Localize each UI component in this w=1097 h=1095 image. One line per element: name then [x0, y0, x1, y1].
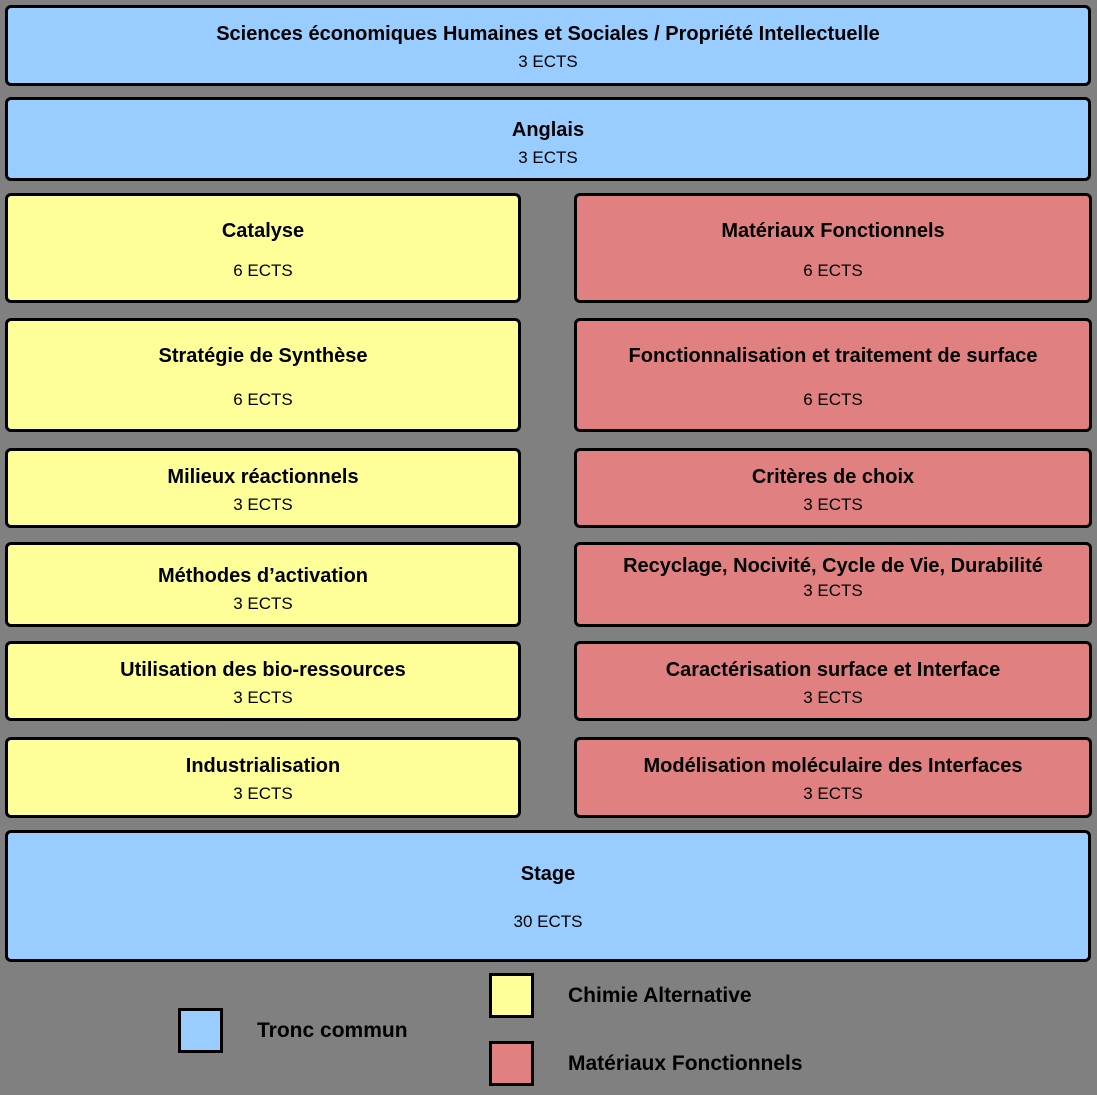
course-ects: 6 ECTS [233, 260, 293, 280]
legend-item-tronc-commun: Tronc commun [178, 1008, 408, 1053]
course-title: Milieux réactionnels [167, 466, 359, 488]
course-title: Anglais [511, 119, 585, 141]
course-ects: 3 ECTS [803, 495, 863, 514]
course-ects: 3 ECTS [233, 594, 293, 613]
course-box-caracterisation-surface-interface: Caractérisation surface et Interface 3 E… [574, 641, 1092, 721]
course-title: Recyclage, Nocivité, Cycle de Vie, Durab… [623, 555, 1043, 577]
course-box-utilisation-bio-ressources: Utilisation des bio-ressources 3 ECTS [5, 641, 521, 721]
legend-swatch-chimie-alternative [489, 973, 534, 1018]
course-ects: 3 ECTS [803, 688, 863, 707]
course-box-fonctionnalisation-traitement-surface: Fonctionnalisation et traitement de surf… [574, 318, 1092, 432]
course-title: Catalyse [221, 220, 305, 242]
course-box-methodes-activation: Méthodes d’activation 3 ECTS [5, 542, 521, 627]
course-title: Stage [520, 863, 576, 885]
course-ects: 3 ECTS [233, 784, 293, 803]
course-ects: 3 ECTS [518, 52, 578, 71]
course-title: Industrialisation [185, 755, 341, 777]
course-title: Méthodes d’activation [157, 565, 369, 587]
course-ects: 3 ECTS [233, 688, 293, 707]
course-box-materiaux-fonctionnels: Matériaux Fonctionnels 6 ECTS [574, 193, 1092, 303]
course-box-milieux-reactionnels: Milieux réactionnels 3 ECTS [5, 448, 521, 528]
legend-label: Chimie Alternative [568, 983, 752, 1007]
course-ects: 6 ECTS [803, 389, 863, 409]
legend-label: Matériaux Fonctionnels [568, 1051, 803, 1075]
course-ects: 3 ECTS [233, 495, 293, 514]
course-ects: 30 ECTS [513, 911, 583, 931]
legend-item-materiaux-fonctionnels: Matériaux Fonctionnels [489, 1041, 803, 1086]
legend-label: Tronc commun [257, 1018, 408, 1042]
course-title: Fonctionnalisation et traitement de surf… [628, 345, 1038, 367]
course-box-criteres-de-choix: Critères de choix 3 ECTS [574, 448, 1092, 528]
course-ects: 3 ECTS [518, 148, 578, 167]
course-title: Critères de choix [751, 466, 915, 488]
legend-item-chimie-alternative: Chimie Alternative [489, 973, 752, 1018]
course-ects: 3 ECTS [803, 581, 863, 600]
legend-swatch-tronc-commun [178, 1008, 223, 1053]
course-title: Utilisation des bio-ressources [120, 659, 406, 681]
course-box-recyclage-nocivite-cycle-vie-durabilite: Recyclage, Nocivité, Cycle de Vie, Durab… [574, 542, 1092, 627]
course-box-strategie-de-synthese: Stratégie de Synthèse 6 ECTS [5, 318, 521, 432]
legend-swatch-materiaux-fonctionnels [489, 1041, 534, 1086]
course-title: Sciences économiques Humaines et Sociale… [216, 23, 880, 45]
course-box-catalyse: Catalyse 6 ECTS [5, 193, 521, 303]
course-box-industrialisation: Industrialisation 3 ECTS [5, 737, 521, 818]
course-ects: 3 ECTS [803, 784, 863, 803]
course-ects: 6 ECTS [803, 260, 863, 280]
course-title: Stratégie de Synthèse [158, 345, 368, 367]
course-box-modelisation-moleculaire-interfaces: Modélisation moléculaire des Interfaces … [574, 737, 1092, 818]
course-ects: 6 ECTS [233, 389, 293, 409]
course-box-shs-propriete-intellectuelle: Sciences économiques Humaines et Sociale… [5, 5, 1091, 86]
course-box-stage: Stage 30 ECTS [5, 830, 1091, 962]
course-box-anglais: Anglais 3 ECTS [5, 97, 1091, 181]
course-title: Caractérisation surface et Interface [665, 659, 1001, 681]
course-title: Matériaux Fonctionnels [721, 220, 945, 242]
course-title: Modélisation moléculaire des Interfaces [643, 755, 1023, 777]
